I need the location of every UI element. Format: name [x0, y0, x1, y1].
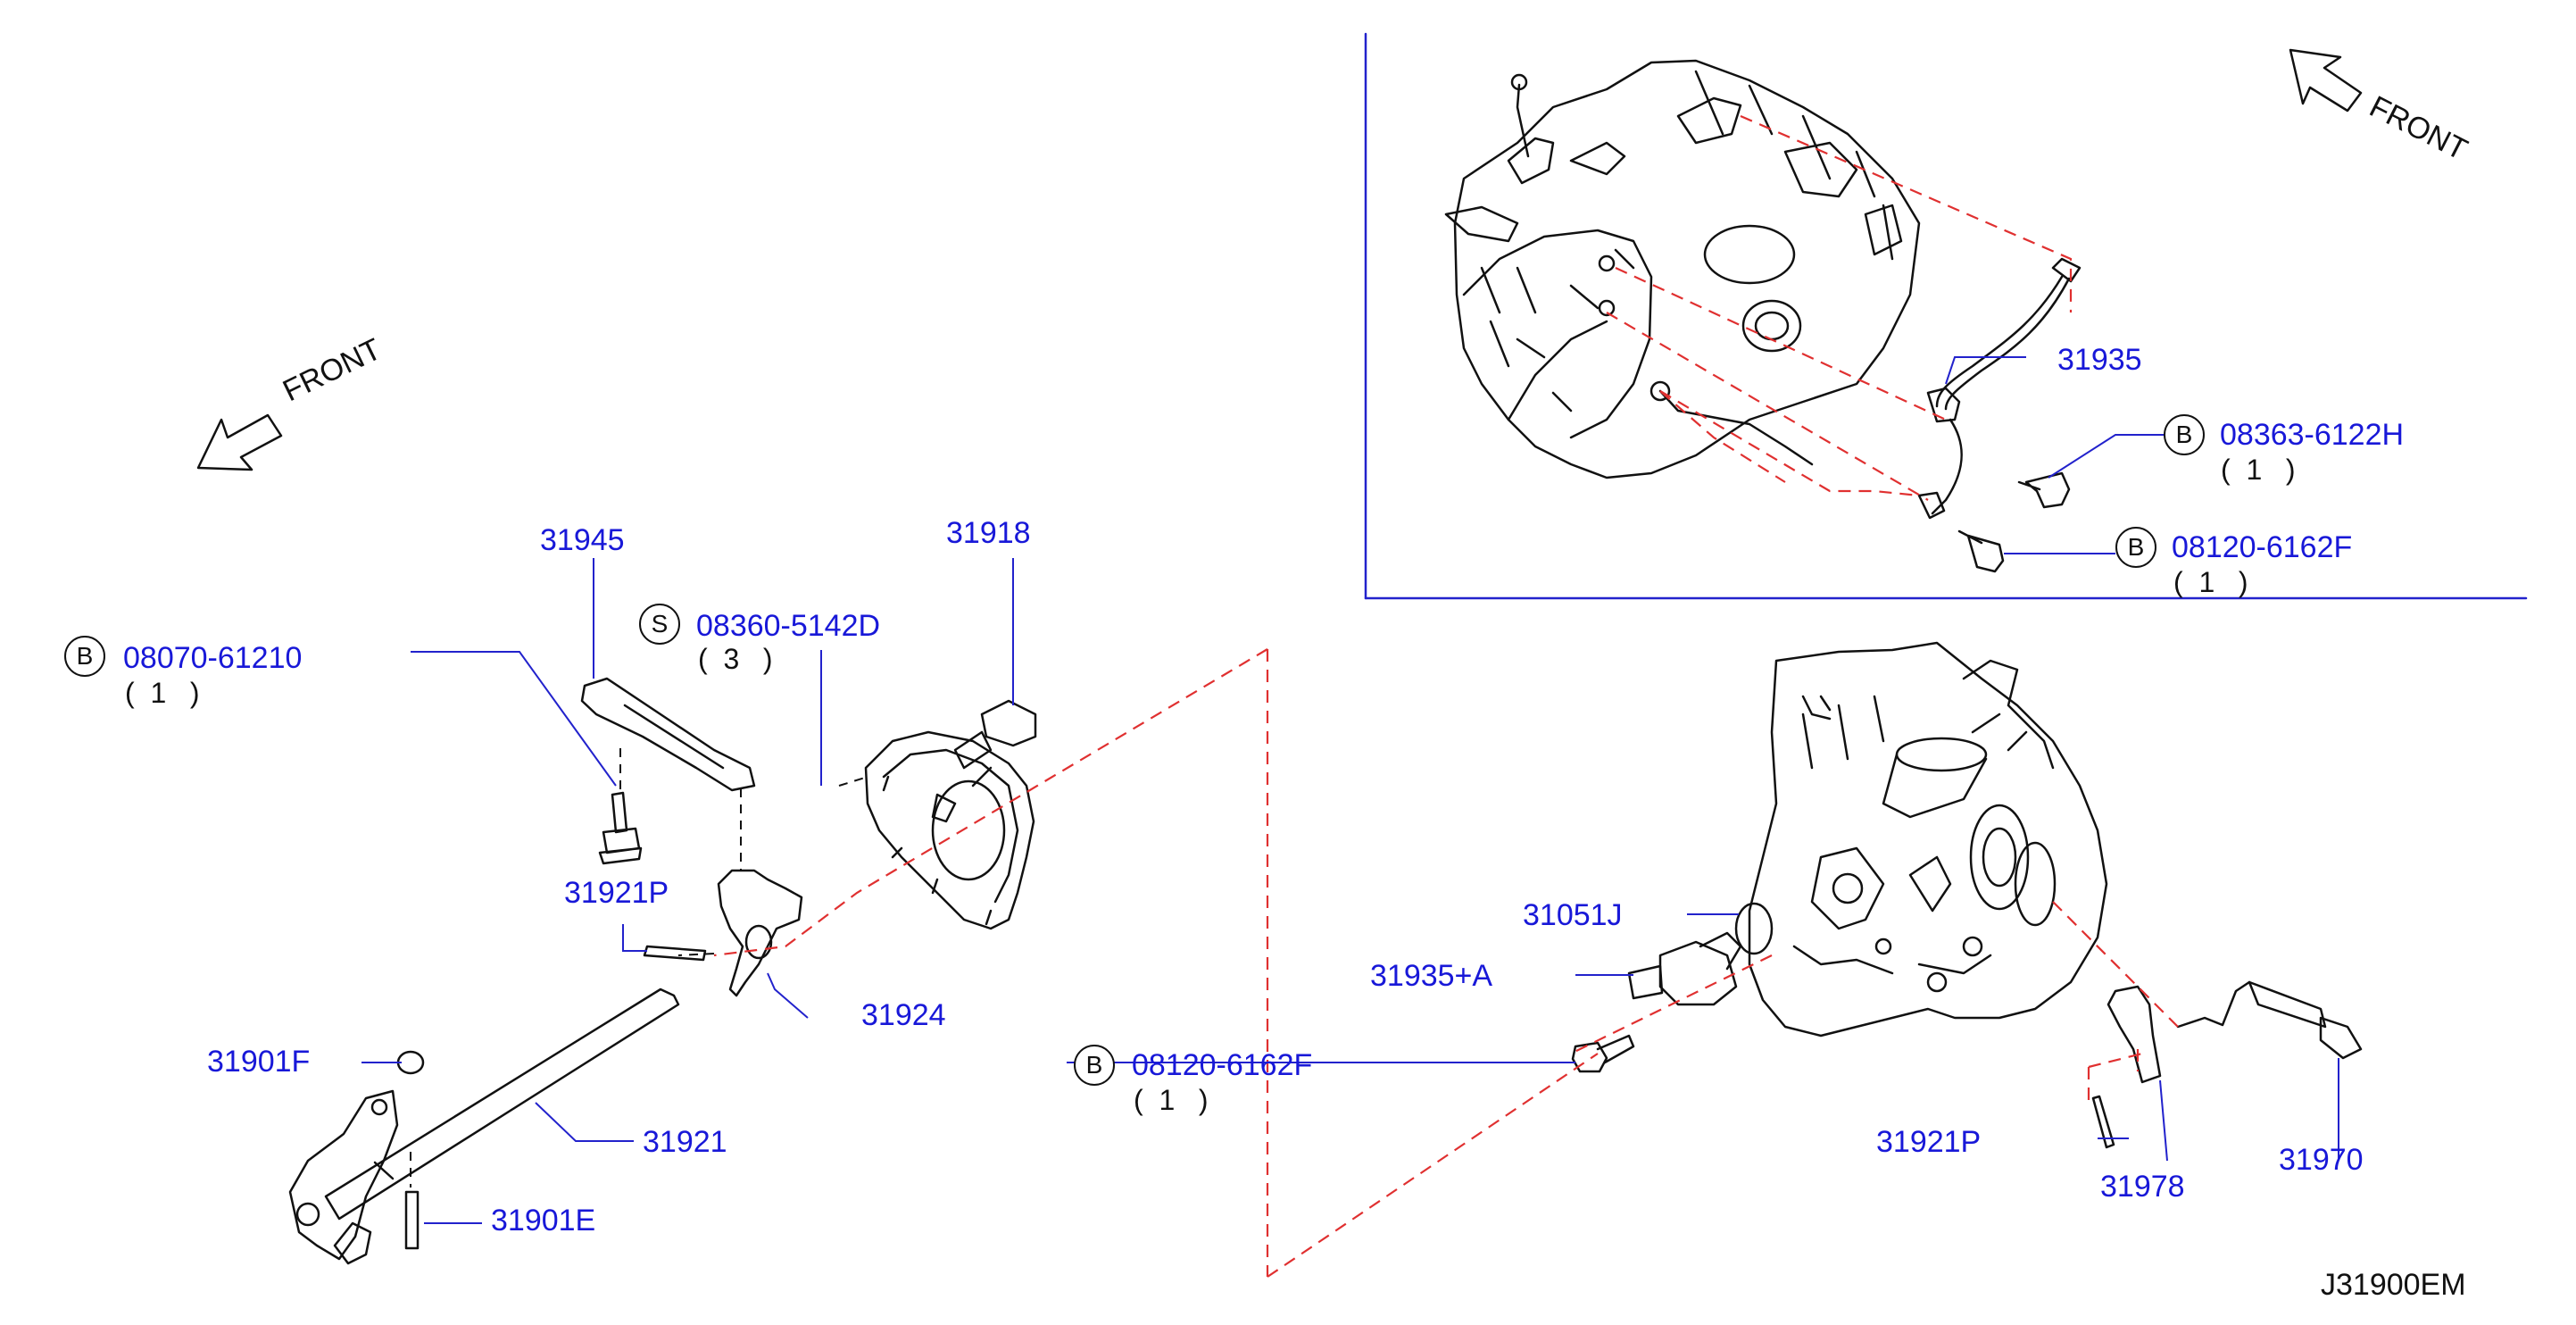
label-31978[interactable]: 31978 — [2100, 1170, 2185, 1204]
bolt-type-badge-b: B — [2115, 527, 2156, 568]
lever-31924 — [717, 869, 803, 997]
label-31921P-right[interactable]: 31921P — [1876, 1125, 1982, 1159]
harness-31935 — [1917, 257, 2082, 520]
qty-08120-inset: ( 1 ) — [2173, 566, 2248, 598]
qty-08120-lower: ( 1 ) — [1134, 1084, 1209, 1116]
front-arrow-right-icon — [2289, 48, 2363, 112]
bracket-31945 — [580, 677, 756, 792]
label-31945[interactable]: 31945 — [540, 523, 625, 557]
pin-31901E — [404, 1190, 420, 1250]
label-31921[interactable]: 31921 — [643, 1125, 727, 1159]
label-08363-6122H[interactable]: 08363-6122H — [2220, 418, 2405, 452]
bolt-08120-lower-icon — [1571, 1034, 1635, 1073]
qty-08363: ( 1 ) — [2221, 454, 2296, 486]
bolt-08070-icon — [598, 791, 643, 865]
label-31924[interactable]: 31924 — [861, 998, 946, 1032]
o-ring-31051J — [1734, 902, 1774, 955]
label-31935[interactable]: 31935 — [2057, 343, 2142, 377]
bolt-type-badge-b: B — [2164, 414, 2205, 455]
qty-08070: ( 1 ) — [125, 677, 200, 709]
dashed-alignment-lines — [713, 114, 2179, 1278]
label-31921P-left[interactable]: 31921P — [564, 876, 669, 910]
bolt-type-badge-b: B — [64, 636, 105, 677]
bracket-31978 — [2107, 985, 2162, 1084]
label-31901E[interactable]: 31901E — [491, 1204, 596, 1238]
transaxle-housing-upper — [1444, 59, 1921, 479]
bolt-type-badge-s: S — [639, 604, 680, 645]
label-31901F[interactable]: 31901F — [207, 1045, 311, 1079]
label-08070-61210[interactable]: 08070-61210 — [123, 641, 303, 675]
label-08120-6162F-lower[interactable]: 08120-6162F — [1132, 1048, 1313, 1082]
pin-31921P-left — [643, 945, 707, 962]
qty-08360: ( 3 ) — [698, 643, 773, 675]
label-31918[interactable]: 31918 — [946, 516, 1031, 550]
sensor-31970 — [2176, 980, 2363, 1060]
label-31970[interactable]: 31970 — [2279, 1143, 2364, 1177]
label-08360-5142D[interactable]: 08360-5142D — [696, 609, 881, 643]
bolt-08120-inset-icon — [1957, 529, 2005, 573]
label-08120-6162F-inset[interactable]: 08120-6162F — [2172, 530, 2353, 564]
bolt-08363-icon — [2017, 471, 2071, 509]
transaxle-housing-lower — [1748, 641, 2108, 1038]
front-arrow-left-icon — [196, 413, 283, 471]
shaft-bracket — [288, 1089, 399, 1261]
diagram-code: J31900EM — [2321, 1268, 2466, 1302]
label-31935A[interactable]: 31935+A — [1370, 959, 1493, 993]
ring-31901F — [396, 1050, 425, 1075]
shaft-31921 — [324, 988, 680, 1221]
inset-frame — [1364, 32, 2528, 600]
bolt-type-badge-b: B — [1074, 1045, 1115, 1086]
sensor-31935A — [1627, 931, 1742, 1006]
cover-31918 — [864, 699, 1037, 930]
pin-31921P-right — [2091, 1095, 2115, 1149]
label-31051J[interactable]: 31051J — [1523, 898, 1623, 932]
